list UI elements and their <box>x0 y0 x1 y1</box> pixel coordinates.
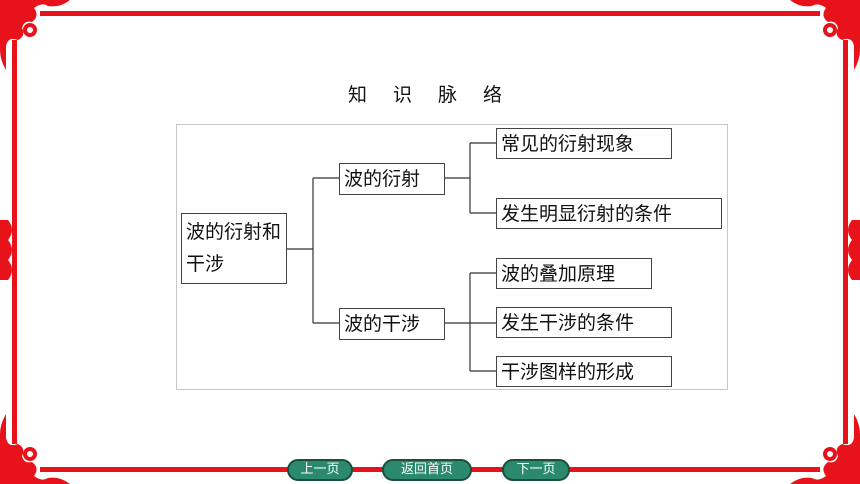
home-page-button[interactable]: 返回首页 <box>382 459 472 481</box>
next-page-button[interactable]: 下一页 <box>502 459 570 481</box>
root-node: 波的衍射和干涉 <box>181 213 287 284</box>
page-title: 知 识 脉 络 <box>347 84 513 106</box>
leaf-node: 干涉图样的形成 <box>496 356 672 387</box>
leaf-node: 发生明显衍射的条件 <box>496 198 722 229</box>
branch-node-diffraction: 波的衍射 <box>339 163 445 195</box>
prev-page-button[interactable]: 上一页 <box>287 459 353 481</box>
leaf-node: 波的叠加原理 <box>496 258 652 289</box>
branch-node-interference: 波的干涉 <box>339 308 445 340</box>
leaf-node: 常见的衍射现象 <box>496 128 672 159</box>
leaf-node: 发生干涉的条件 <box>496 307 672 338</box>
